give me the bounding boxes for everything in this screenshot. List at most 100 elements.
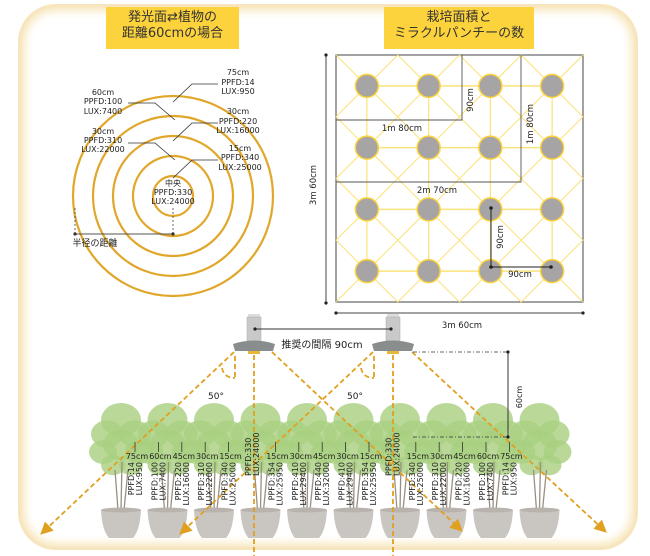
- grid-lamp: [354, 73, 380, 99]
- reading-ppfd-center: PPFD:330: [384, 438, 393, 476]
- reading-lux: LUX:25950: [275, 462, 284, 506]
- ring-label-30cm-left-lux: LUX:22000: [81, 145, 125, 154]
- pot: [473, 510, 513, 538]
- ring-label-30cm-right-lux: LUX:16000: [216, 126, 260, 135]
- grid-lamp: [478, 135, 503, 160]
- label-90cm-box: 90cm: [466, 88, 476, 112]
- reading-ppfd: PPFD:354: [361, 462, 370, 500]
- reading-ppfd: PPFD:220: [174, 462, 183, 500]
- reading-ppfd: PPFD:310: [197, 462, 206, 500]
- ring-center-lux: LUX:24000: [151, 197, 195, 206]
- reading-lux: LUX:32000: [322, 462, 331, 506]
- recommended-spacing-label: 推奨の間隔 90cm: [281, 338, 362, 351]
- reading-distance: 15cm: [360, 452, 383, 461]
- reading-ppfd-center: PPFD:330: [244, 438, 253, 476]
- reading-ppfd: PPFD:220: [455, 462, 464, 500]
- title-distance-60cm: 発光面⇄植物の 距離60cmの場合: [106, 7, 239, 49]
- pot: [333, 510, 374, 538]
- grid-lamp: [354, 258, 380, 284]
- reading-lux: LUX:7400: [158, 462, 167, 500]
- reading-distance: 60cm: [149, 452, 172, 461]
- reading-ppfd: PPFD:310: [431, 462, 440, 500]
- reading-distance: 30cm: [430, 452, 453, 461]
- label-2m70cm: 2m 70cm: [417, 186, 457, 196]
- reading-ppfd: PPFD:100: [478, 462, 487, 500]
- pot: [147, 510, 188, 538]
- angle-label-left: 50°: [208, 392, 224, 402]
- ring-label-15cm: 15cm: [229, 144, 252, 153]
- label-3m60cm-v: 3m 60cm: [309, 165, 319, 205]
- label-1m80cm-v: 1m 80cm: [526, 104, 536, 144]
- plants: [89, 403, 572, 538]
- ring-label-15cm-lux: LUX:25000: [218, 163, 262, 172]
- grid-lamp: [354, 135, 380, 160]
- reading-ppfd: PPFD:100: [150, 462, 159, 500]
- reading-distance: 45cm: [313, 452, 336, 461]
- height-label: 60cm: [515, 386, 524, 409]
- reading-distance: 30cm: [336, 452, 359, 461]
- reading-ppfd: PPFD:340: [221, 462, 230, 500]
- grid-lamp: [416, 258, 441, 284]
- ring-4: [91, 114, 255, 278]
- reading-lux: LUX:29400: [299, 462, 308, 506]
- ring-label-60cm-lux: LUX:7400: [84, 107, 122, 116]
- pot: [194, 510, 234, 538]
- reading-distance: 75cm: [126, 452, 149, 461]
- reading-lux: LUX:16000: [182, 462, 191, 506]
- reading-lux: LUX:950: [135, 462, 144, 495]
- label-1m80cm-h: 1m 80cm: [382, 124, 422, 134]
- title-area-count: 栽培面積と ミラクルパンチーの数: [384, 7, 534, 49]
- pot: [240, 510, 281, 538]
- reading-distance: 30cm: [196, 452, 219, 461]
- ring-5: [71, 94, 275, 298]
- reading-distance: 15cm: [219, 452, 242, 461]
- grid-lamp: [478, 258, 503, 284]
- angle-label-right: 50°: [347, 392, 363, 402]
- grid-lamp: [539, 135, 565, 160]
- reading-ppfd: PPFD:340: [408, 462, 417, 500]
- reading-ppfd: PPFD:354: [267, 462, 276, 500]
- ring-label-75cm: 75cm: [227, 68, 250, 77]
- ring-center-title: 中央: [165, 178, 181, 188]
- reading-lux: LUX:22000: [205, 462, 214, 506]
- reading-lux: LUX:25000: [416, 462, 425, 506]
- ring-label-60cm: 60cm: [92, 88, 115, 97]
- reading-lux: LUX:22000: [439, 462, 448, 506]
- lamp-dots: [354, 73, 565, 284]
- reading-distance: 30cm: [290, 452, 313, 461]
- ring-2: [131, 154, 215, 238]
- reading-lux: LUX:25950: [369, 462, 378, 506]
- reading-lux: LUX:950: [509, 462, 518, 495]
- lamp-right: [372, 314, 414, 354]
- grid-lamp: [539, 73, 565, 99]
- ring-label-75cm-lux: LUX:950: [221, 87, 254, 96]
- label-3m60cm-h: 3m 60cm: [442, 321, 482, 331]
- grid-lamp: [539, 258, 565, 284]
- label-spacing-v: 90cm: [496, 225, 506, 249]
- grid-lamp: [416, 73, 441, 99]
- pot: [287, 510, 327, 538]
- pot: [380, 510, 420, 538]
- grid-lamp: [354, 197, 380, 222]
- reading-ppfd: PPFD:410: [291, 462, 300, 500]
- ring-label-30cm-left-ppfd: PPFD:310: [84, 136, 122, 145]
- reading-lux: LUX:29400: [346, 462, 355, 506]
- reading-ppfd: PPFD:14: [127, 462, 136, 495]
- ring-label-30cm-left: 30cm: [92, 127, 115, 136]
- area-box-small: [336, 55, 463, 121]
- reading-lux-center: LUX:24000: [252, 432, 261, 476]
- grid-lamp: [539, 197, 565, 222]
